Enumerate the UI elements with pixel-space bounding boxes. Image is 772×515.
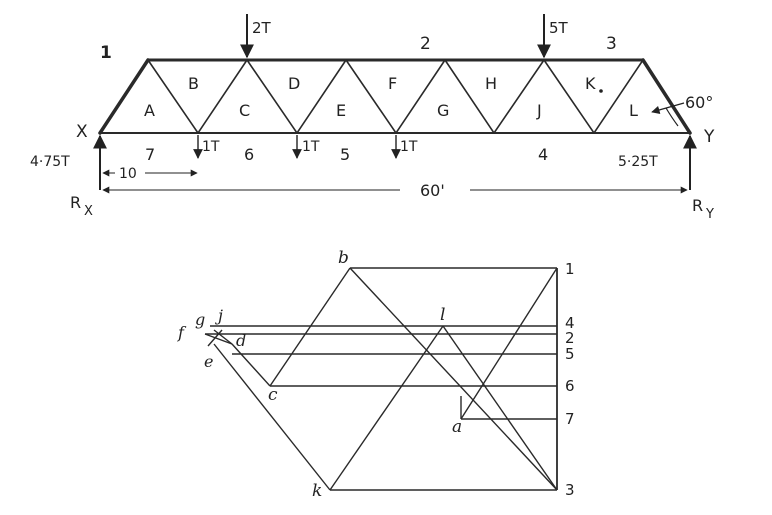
load-point-2: 2 xyxy=(565,329,575,347)
panel-label-g: G xyxy=(437,101,449,120)
load-point-3: 3 xyxy=(565,481,575,499)
point-b: b xyxy=(338,248,349,268)
region-label-1: 1 xyxy=(100,43,112,63)
point-d: d xyxy=(236,331,246,350)
reaction-left-value: 4·75T xyxy=(30,154,70,170)
right-end-member xyxy=(641,58,692,135)
span-dimension-label: 60' xyxy=(420,181,445,200)
load-label-1t-a: 1T xyxy=(202,139,220,155)
load-point-4: 4 xyxy=(565,314,575,332)
point-l: l xyxy=(440,305,445,325)
region-label-5: 5 xyxy=(340,145,350,164)
panel-label-f: F xyxy=(388,74,397,93)
point-a: a xyxy=(452,417,462,437)
node-label-x: X xyxy=(76,122,88,142)
load-point-1: 1 xyxy=(565,260,575,278)
region-label-3: 3 xyxy=(606,34,617,54)
load-point-5: 5 xyxy=(565,345,575,363)
panel-label-b: B xyxy=(188,74,199,93)
region-label-6: 6 xyxy=(244,145,254,164)
load-point-7: 7 xyxy=(565,410,575,428)
point-k: k xyxy=(312,481,322,501)
point-g: g xyxy=(195,310,205,329)
panel-dimension-label: 10 xyxy=(119,166,137,182)
load-label-1t-c: 1T xyxy=(400,139,418,155)
load-label-2t: 2T xyxy=(252,19,272,37)
region-label-2: 2 xyxy=(420,34,431,54)
panel-labels: A B C D E F G H J K L xyxy=(144,74,638,120)
k-dot xyxy=(599,89,603,93)
web-members xyxy=(147,59,644,134)
region-label-4: 4 xyxy=(538,145,548,164)
angle-label: 60° xyxy=(685,93,713,112)
panel-label-k: K xyxy=(585,74,596,93)
panel-label-j: J xyxy=(536,101,542,120)
load-label-5t: 5T xyxy=(549,19,569,37)
reaction-right-label: R xyxy=(692,196,703,215)
panel-label-h: H xyxy=(485,74,497,93)
truss-members xyxy=(98,58,692,135)
angle-arc xyxy=(665,107,679,127)
panel-label-d: D xyxy=(288,74,300,93)
reaction-right-value: 5·25T xyxy=(618,154,658,170)
reaction-left-label: R xyxy=(70,193,81,212)
point-e: e xyxy=(204,352,213,371)
left-end-member xyxy=(98,58,150,135)
panel-label-c: C xyxy=(239,101,250,120)
point-f: f xyxy=(177,323,187,342)
panel-label-a: A xyxy=(144,101,155,120)
node-label-y: Y xyxy=(703,127,715,147)
load-point-6: 6 xyxy=(565,377,575,395)
force-diagram xyxy=(204,267,558,491)
angle-leader xyxy=(651,102,685,114)
point-c: c xyxy=(268,385,278,405)
point-j: j xyxy=(215,306,223,325)
reaction-left-sub: X xyxy=(84,204,93,219)
panel-label-l: L xyxy=(629,101,638,120)
load-label-1t-b: 1T xyxy=(302,139,320,155)
reaction-right-sub: Y xyxy=(705,207,714,222)
region-label-7: 7 xyxy=(145,145,155,164)
panel-label-e: E xyxy=(336,101,346,120)
